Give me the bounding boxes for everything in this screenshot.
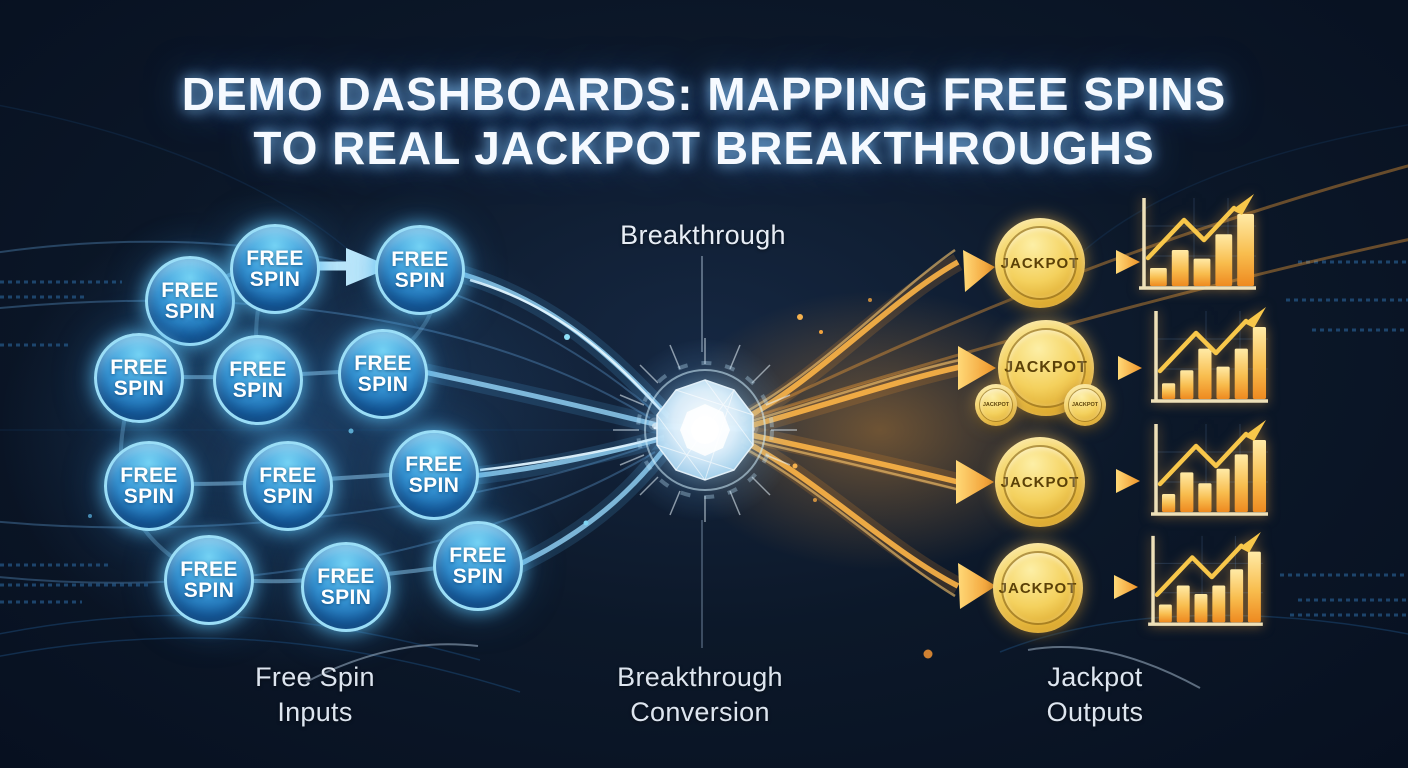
jackpot-flow-arrowheads (956, 250, 996, 609)
free-spin-label-line1: FREE (391, 247, 449, 271)
free-spin-label-line2: SPIN (123, 485, 175, 508)
free-spin-label-line2: SPIN (232, 379, 284, 402)
free-spin-node: FREE SPIN (94, 333, 184, 423)
free-spin-node: FREE SPIN (213, 335, 303, 425)
caption-leader-lines (305, 643, 1201, 689)
page-title: DEMO DASHBOARDS: MAPPING FREE SPINS TO R… (0, 67, 1408, 176)
free-spin-label-line2: SPIN (113, 377, 165, 400)
jackpot-arrow-icon (956, 460, 994, 504)
coin-to-chart-arrow-icon (1098, 356, 1142, 380)
jackpot-coin-label: JACKPOT (1000, 254, 1080, 272)
jackpot-arrow-icon (958, 563, 996, 609)
spin-flow-arrow-icon (316, 248, 392, 286)
free-spin-label-line2: SPIN (408, 474, 460, 497)
jackpot-coin: JACKPOT (995, 218, 1085, 308)
jackpot-mini-coin-label: JACKPOT (982, 402, 1010, 408)
free-spin-label-line1: FREE (405, 452, 463, 476)
free-spin-node: FREE SPIN (230, 224, 320, 314)
free-spin-node: FREE SPIN (104, 441, 194, 531)
free-spin-node: FREE SPIN (433, 521, 523, 611)
page-title-line2: TO REAL JACKPOT BREAKTHROUGHS (253, 122, 1155, 175)
free-spin-label-line1: FREE (246, 246, 304, 270)
free-spin-label-line1: FREE (229, 357, 287, 381)
breakthrough-crystal-icon (613, 338, 797, 522)
jackpot-growth-chart (1132, 194, 1260, 296)
free-spin-label-line2: SPIN (249, 268, 301, 291)
coin-to-chart-arrow-icon (1094, 469, 1140, 493)
caption-line2: Inputs (277, 697, 353, 728)
jackpot-coin: JACKPOT (993, 543, 1083, 633)
jackpot-growth-chart (1144, 306, 1272, 410)
free-spin-label-line1: FREE (317, 564, 375, 588)
free-spin-node: FREE SPIN (375, 225, 465, 315)
jackpot-arrow-icon (963, 250, 995, 292)
crystal-rays (613, 338, 797, 522)
caption-breakthrough-conversion: Breakthrough Conversion (550, 660, 850, 730)
caption-line1: Jackpot (1047, 662, 1143, 692)
free-spin-node: FREE SPIN (243, 441, 333, 531)
jackpot-coin-label: JACKPOT (1004, 359, 1088, 376)
coin-to-chart-arrows (1092, 250, 1142, 599)
free-spin-label-line2: SPIN (394, 269, 446, 292)
free-spin-label-line2: SPIN (183, 579, 235, 602)
caption-line2: Conversion (630, 697, 770, 728)
caption-free-spin-inputs: Free Spin Inputs (165, 660, 465, 730)
page-title-line1: DEMO DASHBOARDS: MAPPING FREE SPINS (181, 67, 1227, 120)
free-spin-label-line1: FREE (120, 463, 178, 487)
jackpot-arrow-icon (958, 346, 996, 390)
digital-dash-strips (0, 260, 1408, 617)
jackpot-growth-chart (1140, 532, 1268, 632)
jackpot-coin: JACKPOT (995, 437, 1085, 527)
caption-line1: Breakthrough (617, 662, 783, 692)
free-spin-node: FREE SPIN (389, 430, 479, 520)
jackpot-mini-coin: JACKPOT (975, 384, 1017, 426)
jackpot-coin-label: JACKPOT (1000, 473, 1080, 491)
caption-line2: Outputs (1046, 697, 1144, 728)
sparkle-dots (88, 298, 933, 659)
caption-jackpot-outputs: Jackpot Outputs (945, 660, 1245, 730)
free-spin-node: FREE SPIN (164, 535, 254, 625)
free-spin-label-line1: FREE (354, 351, 412, 375)
free-spin-label-line2: SPIN (164, 300, 216, 323)
breakthrough-label: Breakthrough (620, 220, 786, 250)
coin-to-chart-arrow-icon (1094, 250, 1140, 274)
jackpot-growth-chart (1144, 420, 1272, 522)
free-spin-label-line2: SPIN (262, 485, 314, 508)
orange-haze (670, 290, 1090, 570)
free-spin-label-line2: SPIN (452, 565, 504, 588)
free-spin-node: FREE SPIN (338, 329, 428, 419)
free-spin-label-line1: FREE (449, 543, 507, 567)
free-spin-label-line1: FREE (259, 463, 317, 487)
caption-line1: Free Spin (255, 662, 375, 692)
free-spin-node: FREE SPIN (145, 256, 235, 346)
free-spin-label-line1: FREE (161, 278, 219, 302)
jackpot-mini-coin-label: JACKPOT (1071, 402, 1099, 408)
jackpot-mini-coin: JACKPOT (1064, 384, 1106, 426)
free-spin-label-line1: FREE (180, 557, 238, 581)
jackpot-coin-label: JACKPOT (998, 579, 1078, 597)
free-spin-label-line2: SPIN (357, 373, 409, 396)
free-spin-label-line1: FREE (110, 355, 168, 379)
free-spin-node: FREE SPIN (301, 542, 391, 632)
free-spin-label-line2: SPIN (320, 586, 372, 609)
coin-to-chart-arrow-icon (1092, 575, 1138, 599)
